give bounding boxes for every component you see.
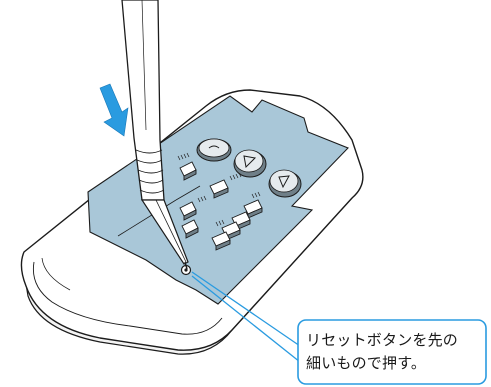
stylus-cone [140,199,189,265]
key [209,179,229,199]
stylus [121,0,189,270]
panel-divider-2 [175,185,201,201]
reset-hole-center [184,268,188,272]
callout-line-2: 細いもので押す。 [306,354,427,372]
button-panel [87,95,349,305]
key-tick-marks [177,152,261,227]
play-button-lower [268,169,302,198]
key [179,201,197,221]
callout-line-1: リセットボタンを先の [306,331,459,349]
small-keys [179,161,263,251]
triangle-icon [243,155,257,169]
round-button-top [196,138,232,162]
triangle-icon [278,175,290,189]
key [243,199,263,219]
callout-text: リセットボタンを先の 細いもので押す。 [306,329,488,375]
remote-rim-line [32,261,223,335]
key [181,219,199,239]
key [179,161,197,181]
callout-box [297,319,487,385]
key [211,231,231,251]
callout-leader [191,271,301,363]
arrow-down-icon [99,83,129,137]
play-button [233,149,267,178]
remote-rim-line-inner [41,257,71,291]
